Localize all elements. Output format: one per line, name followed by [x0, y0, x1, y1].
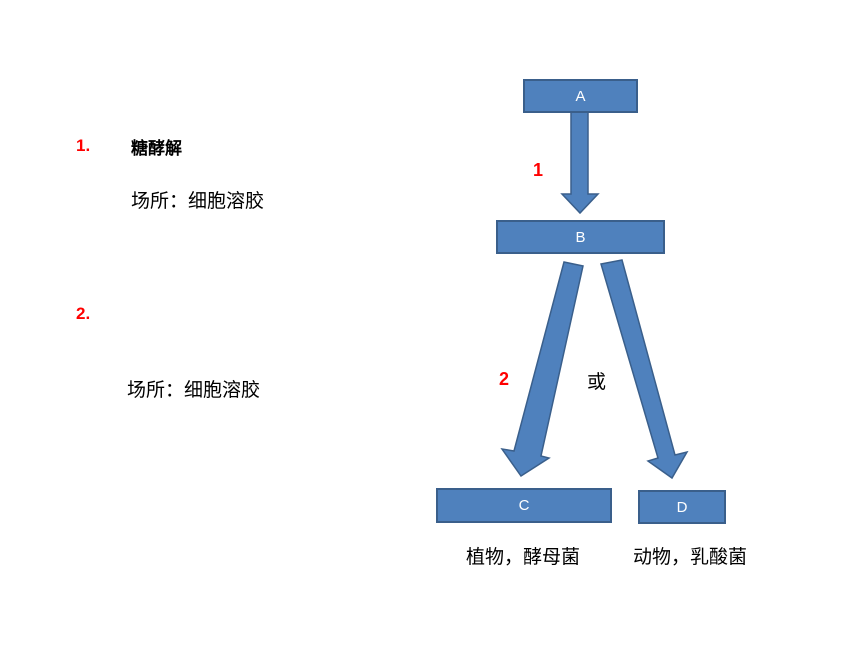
step-1-location: 场所：细胞溶胶 [131, 190, 265, 212]
node-d: D [638, 490, 726, 524]
arrow-b-to-c [500, 261, 584, 478]
step-2-number: 2. [76, 304, 91, 323]
step-1-number: 1. [76, 136, 91, 155]
step-2-location: 场所：细胞溶胶 [127, 379, 261, 401]
arrow-label-2: 2 [499, 369, 510, 389]
arrow-b-to-d [600, 259, 689, 480]
node-b: B [496, 220, 665, 254]
or-label: 或 [587, 371, 607, 393]
step-1-title: 糖酵解 [131, 139, 182, 159]
caption-c: 植物，酵母菌 [466, 546, 581, 568]
arrow-a-to-b [560, 111, 600, 215]
node-a: A [523, 79, 638, 113]
arrow-label-1: 1 [533, 160, 544, 180]
node-c: C [436, 488, 612, 523]
caption-d: 动物，乳酸菌 [633, 546, 748, 568]
